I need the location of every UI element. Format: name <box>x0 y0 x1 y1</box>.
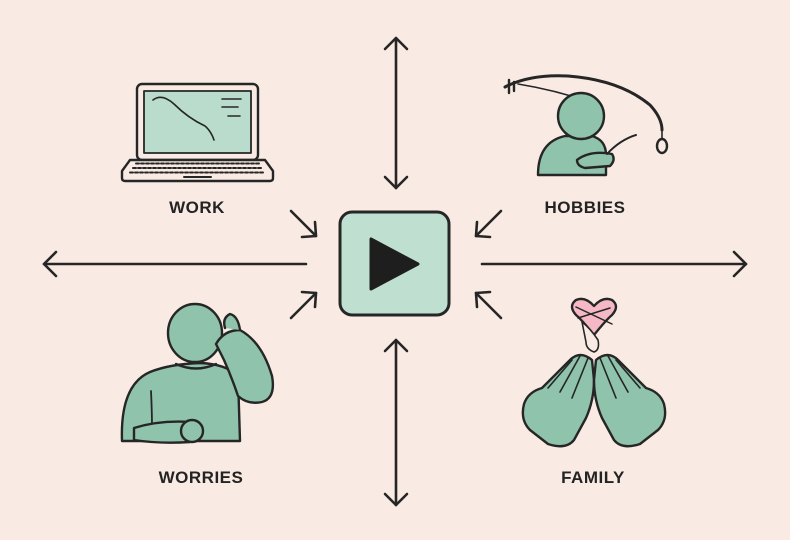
play-button-icon[interactable] <box>338 210 451 317</box>
hands-holding-heart-icon <box>521 297 667 448</box>
worried-person-icon <box>120 302 275 444</box>
arrow-diagonal-top-right <box>474 209 503 239</box>
arrow-up-down-bottom <box>383 338 409 507</box>
arrow-diagonal-top-left <box>289 209 318 239</box>
person-fishing-rod-icon <box>503 74 669 177</box>
label-work: WORK <box>169 198 225 217</box>
label-worries: WORRIES <box>158 468 244 487</box>
arrow-right <box>480 250 748 278</box>
label-hobbies: HOBBIES <box>544 198 626 217</box>
arrow-diagonal-bottom-right <box>474 290 503 320</box>
arrow-left <box>42 250 308 278</box>
label-family: FAMILY <box>561 468 625 487</box>
arrow-up-down-top <box>383 36 409 190</box>
laptop-icon <box>120 82 275 183</box>
arrow-diagonal-bottom-left <box>289 290 318 320</box>
